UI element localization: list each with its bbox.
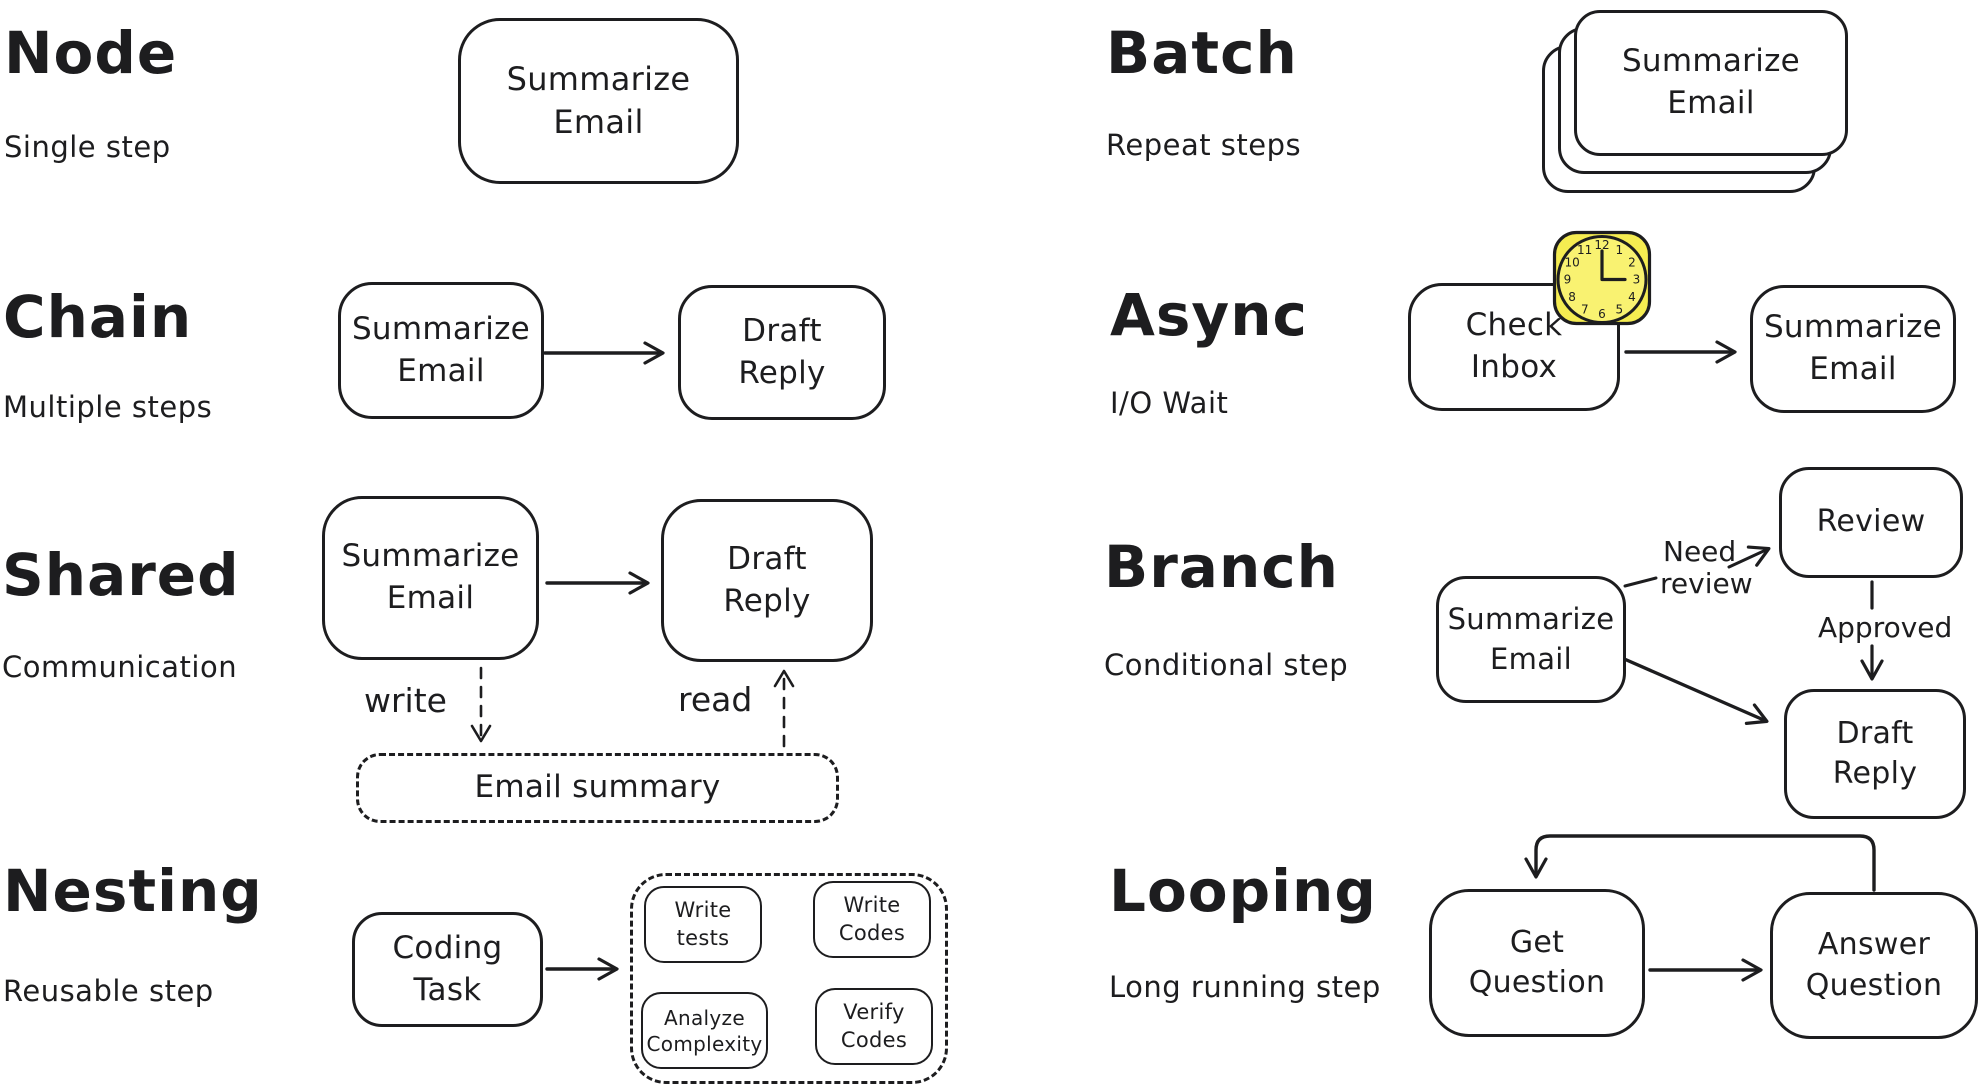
section-subtitle-node: Single step bbox=[4, 130, 171, 164]
section-subtitle-looping: Long running step bbox=[1109, 970, 1381, 1004]
svg-text:7: 7 bbox=[1581, 303, 1589, 317]
branch-need-label-line2: review bbox=[1660, 567, 1753, 600]
svg-text:4: 4 bbox=[1628, 290, 1636, 304]
branch-approved-label: Approved bbox=[1818, 611, 1953, 644]
svg-text:9: 9 bbox=[1564, 273, 1572, 287]
looping-loopback-arrow bbox=[1524, 834, 1876, 892]
shared-store-label: Email summary bbox=[474, 769, 721, 806]
chain-box2-label: Draft Reply bbox=[738, 312, 826, 391]
async-box2-label: Summarize Email bbox=[1763, 309, 1943, 387]
section-title-looping: Looping bbox=[1109, 857, 1377, 925]
nesting-verify-codes-box: Verify Codes bbox=[815, 988, 933, 1065]
svg-text:11: 11 bbox=[1577, 243, 1592, 257]
node-summarize-email-box: Summarize Email bbox=[458, 18, 739, 184]
looping-get-question-box: Get Question bbox=[1429, 889, 1645, 1037]
chain-draft-reply-box: Draft Reply bbox=[678, 285, 886, 420]
nesting-box-label: Coding Task bbox=[392, 929, 503, 1008]
branch-draft-reply-box: Draft Reply bbox=[1784, 689, 1966, 819]
nesting-inner3-label: Verify Codes bbox=[840, 1000, 908, 1052]
branch-need-arrow-tail bbox=[1623, 576, 1658, 588]
svg-text:5: 5 bbox=[1615, 303, 1623, 317]
shared-box2-label: Draft Reply bbox=[723, 540, 811, 619]
shared-box1-label: Summarize Email bbox=[341, 538, 520, 616]
branch-box2-label: Review bbox=[1816, 504, 1926, 540]
branch-need-label-line1: Need bbox=[1663, 535, 1737, 568]
svg-text:6: 6 bbox=[1598, 307, 1606, 321]
svg-text:8: 8 bbox=[1568, 290, 1576, 304]
section-subtitle-batch: Repeat steps bbox=[1106, 128, 1302, 162]
nesting-write-tests-box: Write tests bbox=[644, 886, 762, 963]
nesting-analyze-complexity-box: Analyze Complexity bbox=[641, 992, 768, 1069]
shared-email-summary-store: Email summary bbox=[356, 753, 839, 823]
branch-summarize-email-box: Summarize Email bbox=[1436, 576, 1626, 703]
section-title-branch: Branch bbox=[1104, 533, 1339, 601]
chain-summarize-email-box: Summarize Email bbox=[338, 282, 544, 419]
branch-box3-label: Draft Reply bbox=[1832, 715, 1918, 792]
node-box-label: Summarize Email bbox=[506, 59, 691, 141]
section-title-nesting: Nesting bbox=[3, 857, 263, 925]
branch-need-arrow-head bbox=[1727, 545, 1771, 569]
nesting-coding-task-box: Coding Task bbox=[352, 912, 543, 1027]
svg-text:1: 1 bbox=[1615, 243, 1623, 257]
batch-summarize-email-card: Summarize Email bbox=[1574, 10, 1848, 156]
looping-answer-question-box: Answer Question bbox=[1770, 892, 1978, 1039]
section-title-batch: Batch bbox=[1106, 19, 1298, 87]
nesting-inner2-label: Write Codes bbox=[838, 893, 906, 945]
shared-read-label: read bbox=[678, 680, 753, 719]
shared-draft-reply-box: Draft Reply bbox=[661, 499, 873, 662]
section-subtitle-branch: Conditional step bbox=[1104, 648, 1349, 682]
clock-hands bbox=[1600, 249, 1627, 282]
branch-box1-label: Summarize Email bbox=[1447, 602, 1615, 676]
section-subtitle-chain: Multiple steps bbox=[3, 390, 213, 424]
svg-text:2: 2 bbox=[1628, 256, 1636, 270]
batch-card-label: Summarize Email bbox=[1621, 43, 1801, 121]
shared-summarize-email-box: Summarize Email bbox=[322, 496, 539, 660]
async-summarize-email-box: Summarize Email bbox=[1750, 285, 1956, 413]
section-title-node: Node bbox=[4, 19, 178, 87]
looping-box1-label: Get Question bbox=[1468, 924, 1606, 1001]
section-subtitle-async: I/O Wait bbox=[1110, 386, 1229, 420]
chain-box1-label: Summarize Email bbox=[351, 310, 531, 389]
async-box1-label: Check Inbox bbox=[1465, 307, 1563, 385]
nesting-write-codes-box: Write Codes bbox=[813, 881, 931, 958]
nesting-inner1-label: Write tests bbox=[674, 898, 732, 950]
section-title-async: Async bbox=[1110, 281, 1308, 349]
section-title-chain: Chain bbox=[3, 283, 193, 351]
looping-box2-label: Answer Question bbox=[1805, 927, 1943, 1003]
branch-direct-arrow bbox=[1620, 656, 1769, 725]
shared-write-label: write bbox=[364, 681, 447, 720]
nesting-inner4-label: Analyze Complexity bbox=[646, 1005, 763, 1056]
section-subtitle-shared: Communication bbox=[2, 650, 238, 684]
svg-text:10: 10 bbox=[1564, 256, 1579, 270]
svg-text:3: 3 bbox=[1633, 273, 1641, 287]
section-title-shared: Shared bbox=[2, 541, 240, 609]
branch-review-box: Review bbox=[1779, 467, 1963, 578]
svg-text:12: 12 bbox=[1594, 238, 1609, 252]
section-subtitle-nesting: Reusable step bbox=[3, 974, 214, 1008]
